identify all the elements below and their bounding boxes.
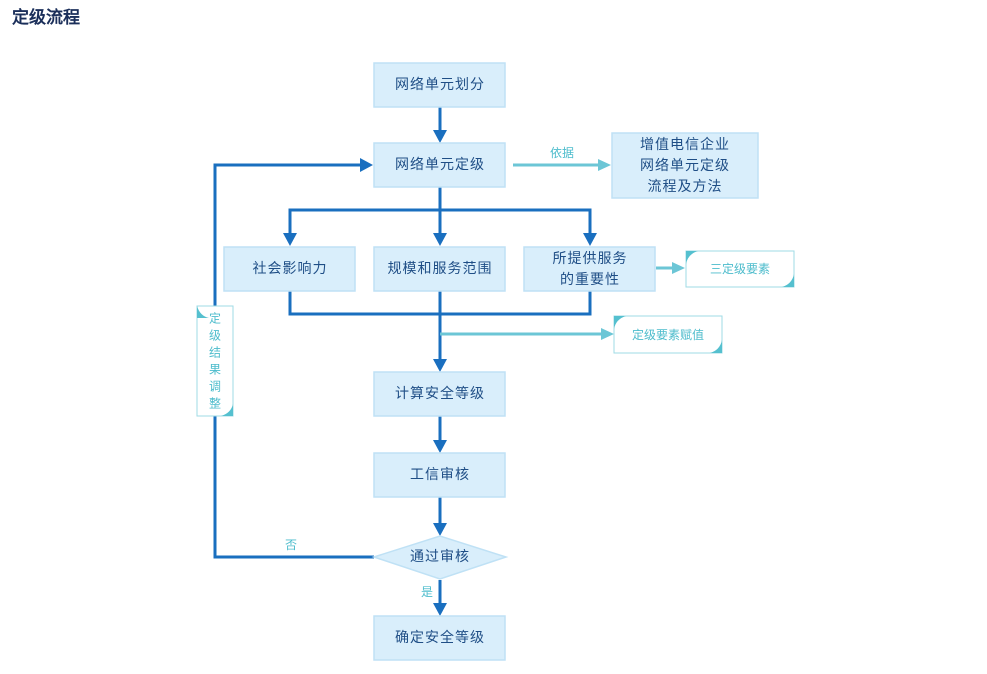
decision-pass-review-label: 通过审核 <box>410 549 470 565</box>
tag-element-assign-label: 定级要素赋值 <box>632 327 704 342</box>
arrow-down-icon <box>283 233 297 246</box>
node-social-impact-label: 社会影响力 <box>253 261 328 277</box>
corner-accent-icon <box>710 340 722 353</box>
node-partition-label: 网络单元划分 <box>395 77 485 93</box>
arrow-down-icon <box>583 233 597 246</box>
branch-bar <box>288 208 592 236</box>
tag-adjust-result-char: 整 <box>209 396 221 411</box>
node-basis-doc-line-1: 增值电信企业 <box>640 136 730 153</box>
node-confirm-level[interactable]: 确定安全等级 <box>373 615 506 661</box>
corner-accent-icon <box>197 306 209 318</box>
node-miit-review-label: 工信审核 <box>410 467 470 483</box>
edge-feedback-loop <box>213 163 374 559</box>
node-importance[interactable]: 所提供服务 的重要性 <box>523 246 656 292</box>
arrow-right-icon <box>672 262 685 274</box>
tag-three-elements-label: 三定级要素 <box>710 261 770 276</box>
edge-label-yes: 是 <box>421 585 433 599</box>
decision-pass-review[interactable]: 通过审核 <box>371 535 509 580</box>
node-scale-scope-label: 规模和服务范围 <box>388 260 493 277</box>
arrow-down-icon <box>433 359 447 372</box>
node-grading-label: 网络单元定级 <box>395 157 485 173</box>
tag-adjust-result-char: 定 <box>209 311 221 326</box>
page-title: 定级流程 <box>12 8 80 28</box>
node-miit-review[interactable]: 工信审核 <box>373 452 506 498</box>
corner-accent-icon <box>221 404 233 416</box>
tag-three-elements: 三定级要素 <box>685 250 795 288</box>
node-scale-scope[interactable]: 规模和服务范围 <box>373 246 506 292</box>
arrow-right-icon <box>601 328 614 340</box>
tag-adjust-result-char: 果 <box>209 363 221 377</box>
corner-accent-icon <box>782 274 794 287</box>
tag-adjust-result-char: 结 <box>209 346 221 360</box>
node-basis-doc[interactable]: 增值电信企业 网络单元定级 流程及方法 <box>611 132 759 199</box>
corner-accent-icon <box>686 251 698 264</box>
edge-label-basis: 依据 <box>550 145 574 160</box>
node-compute-level[interactable]: 计算安全等级 <box>373 371 506 417</box>
node-importance-line-2: 的重要性 <box>560 272 620 288</box>
edge-label-no: 否 <box>285 538 297 552</box>
secondary-connectors <box>440 159 685 340</box>
node-grading[interactable]: 网络单元定级 <box>373 142 506 188</box>
arrow-right-icon <box>598 159 611 171</box>
node-basis-doc-line-3: 流程及方法 <box>648 179 723 195</box>
arrow-right-icon <box>360 158 373 172</box>
node-confirm-level-label: 确定安全等级 <box>395 629 485 646</box>
arrow-down-icon <box>433 233 447 246</box>
tag-adjust-result-char: 调 <box>209 380 221 394</box>
arrow-down-icon <box>433 523 447 536</box>
node-partition[interactable]: 网络单元划分 <box>373 62 506 108</box>
arrow-down-icon <box>433 603 447 616</box>
node-social-impact[interactable]: 社会影响力 <box>223 246 356 292</box>
arrow-down-icon <box>433 130 447 143</box>
node-importance-line-1: 所提供服务 <box>553 251 628 267</box>
node-compute-level-label: 计算安全等级 <box>395 385 485 402</box>
arrow-down-icon <box>433 440 447 453</box>
node-basis-doc-line-2: 网络单元定级 <box>640 158 730 174</box>
tag-element-assign: 定级要素赋值 <box>613 315 723 354</box>
corner-accent-icon <box>614 316 626 329</box>
tag-adjust-result-char: 级 <box>209 329 221 343</box>
